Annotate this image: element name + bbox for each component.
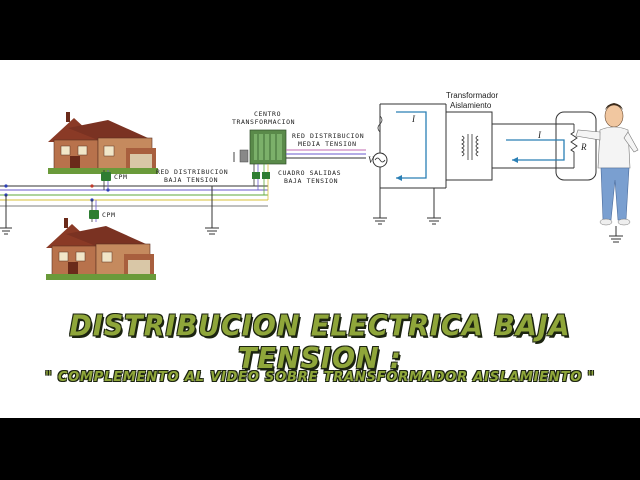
cpm-label-top: CPM bbox=[114, 173, 128, 181]
cpm-drop-bottom bbox=[89, 200, 99, 222]
current-arrow-right bbox=[506, 139, 565, 163]
resistor-label: R bbox=[580, 142, 587, 152]
transformer-coils-icon bbox=[461, 134, 479, 160]
red-baja-label-1: RED DISTRIBUCION bbox=[156, 168, 228, 176]
transformador-label-1: Transformador bbox=[446, 91, 499, 100]
current-label-left: I bbox=[411, 114, 416, 124]
voltage-label: V bbox=[368, 155, 375, 165]
cuadro-label-1: CUADRO SALIDAS bbox=[278, 169, 341, 177]
current-arrow-left bbox=[396, 111, 427, 181]
ground-symbol-right-1 bbox=[373, 217, 387, 225]
cpm-drop-top bbox=[101, 170, 111, 190]
cuadro-label-2: BAJA TENSION bbox=[284, 177, 338, 185]
transformador-label-2: Aislamiento bbox=[450, 101, 492, 110]
red-media-label-2: MEDIA TENSION bbox=[298, 140, 357, 148]
red-media-label-1: RED DISTRIBUCION bbox=[292, 132, 364, 140]
fuse-symbol bbox=[377, 115, 383, 133]
cuadro-salidas-drops bbox=[252, 164, 270, 200]
house-bottom bbox=[46, 218, 156, 280]
ground-symbol-left bbox=[0, 195, 12, 235]
ground-symbol-person bbox=[609, 226, 623, 243]
title-banner: DISTRIBUCION ELECTRICA BAJA TENSION : bbox=[69, 310, 571, 376]
centro-label-2: TRANSFORMACION bbox=[232, 118, 295, 126]
red-baja-label-2: BAJA TENSION bbox=[164, 176, 218, 184]
media-tension-lines bbox=[286, 149, 366, 159]
centro-label-1: CENTRO bbox=[254, 110, 281, 118]
cpm-label-bottom: CPM bbox=[102, 211, 116, 219]
resistor-icon bbox=[570, 124, 578, 168]
subtitle-banner: " COMPLEMENTO AL VIDEO SOBRE TRANSFORMAD… bbox=[44, 370, 596, 385]
distribution-bus-wires bbox=[0, 185, 268, 207]
person-figure-icon bbox=[575, 103, 639, 226]
house-top bbox=[48, 112, 158, 174]
voltage-source-icon bbox=[372, 152, 388, 168]
current-label-right: I bbox=[537, 130, 542, 140]
ground-symbol-right-2 bbox=[427, 217, 441, 225]
transformer-box-icon bbox=[233, 129, 287, 165]
ground-symbol-center bbox=[205, 186, 219, 235]
